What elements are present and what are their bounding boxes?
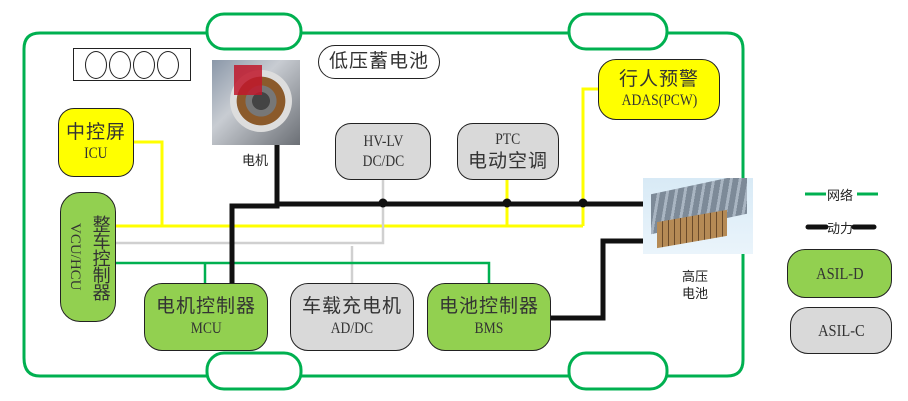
hv-battery-image — [643, 178, 753, 254]
junction-dot — [578, 198, 588, 208]
obc-label-en: AD/DC — [330, 319, 374, 337]
bms-power-line — [550, 238, 645, 321]
dcdc-link-line — [116, 178, 385, 245]
vcu-node[interactable]: VCU/HCU 整车控制器 — [60, 192, 116, 322]
dcdc-label-1: HV-LV — [363, 132, 403, 150]
mcu-label-en: MCU — [190, 319, 222, 337]
wheel-rear-right — [567, 351, 669, 391]
dcdc-node[interactable]: HV-LV DC/DC — [335, 123, 431, 180]
engine-placeholder — [73, 48, 191, 81]
obc-label-cn: 车载充电机 — [301, 295, 402, 318]
ptc-node[interactable]: PTC 电动空调 — [457, 123, 559, 180]
ptc-label-cn: 电动空调 — [467, 149, 548, 172]
obc-node[interactable]: 车载充电机 AD/DC — [290, 283, 414, 351]
legend-asil-c: ASIL-C — [790, 307, 892, 354]
adas-link-line — [581, 87, 598, 226]
hv-battery-label-1: 高压 — [682, 270, 709, 285]
mcu-label-cn: 电机控制器 — [155, 295, 256, 318]
motor-image — [212, 60, 300, 145]
icu-label-en: ICU — [84, 145, 108, 163]
motor-label: 电机 — [242, 154, 269, 169]
adas-label-cn: 行人预警 — [618, 67, 699, 90]
hv-battery-label-2: 电池 — [682, 287, 709, 302]
wheel-rear-left — [205, 351, 303, 391]
network-bus-line — [116, 261, 491, 283]
legend-asil-d-label: ASIL-D — [815, 263, 864, 283]
icu-label-cn: 中控屏 — [65, 120, 126, 143]
bms-node[interactable]: 电池控制器 BMS — [427, 283, 551, 351]
bms-label-en: BMS — [474, 319, 504, 337]
legend-asil-d: ASIL-D — [787, 249, 892, 298]
adas-node[interactable]: 行人预警 ADAS(PCW) — [598, 59, 720, 120]
car-body-outline — [22, 31, 745, 378]
cylinder-icon — [157, 50, 179, 79]
legend-network-label: 网络 — [827, 189, 854, 204]
cylinder-icon — [109, 50, 131, 79]
vcu-label-en: VCU/HCU — [67, 223, 84, 291]
power-bus-line — [229, 201, 660, 284]
cylinder-icon — [133, 50, 155, 79]
legend-power-label: 动力 — [827, 222, 854, 237]
icu-node[interactable]: 中控屏 ICU — [58, 108, 134, 177]
mcu-node[interactable]: 电机控制器 MCU — [144, 283, 268, 351]
dcdc-label-2: DC/DC — [362, 152, 404, 170]
wheel-front-right — [567, 12, 669, 51]
junction-dot — [502, 198, 512, 208]
ptc-label-en: PTC — [495, 130, 521, 148]
junction-dot — [378, 198, 388, 208]
adas-label-en: ADAS(PCW) — [621, 92, 697, 110]
vcu-label-cn: 整车控制器 — [89, 214, 111, 300]
bms-label-cn: 电池控制器 — [438, 295, 539, 318]
cylinder-icon — [85, 50, 107, 79]
legend-asil-c-label: ASIL-C — [817, 320, 865, 340]
icu-link-line — [133, 140, 164, 226]
lv-battery-label: 低压蓄电池 — [328, 50, 429, 73]
wheel-front-left — [205, 12, 303, 51]
lv-battery-node[interactable]: 低压蓄电池 — [318, 45, 440, 79]
